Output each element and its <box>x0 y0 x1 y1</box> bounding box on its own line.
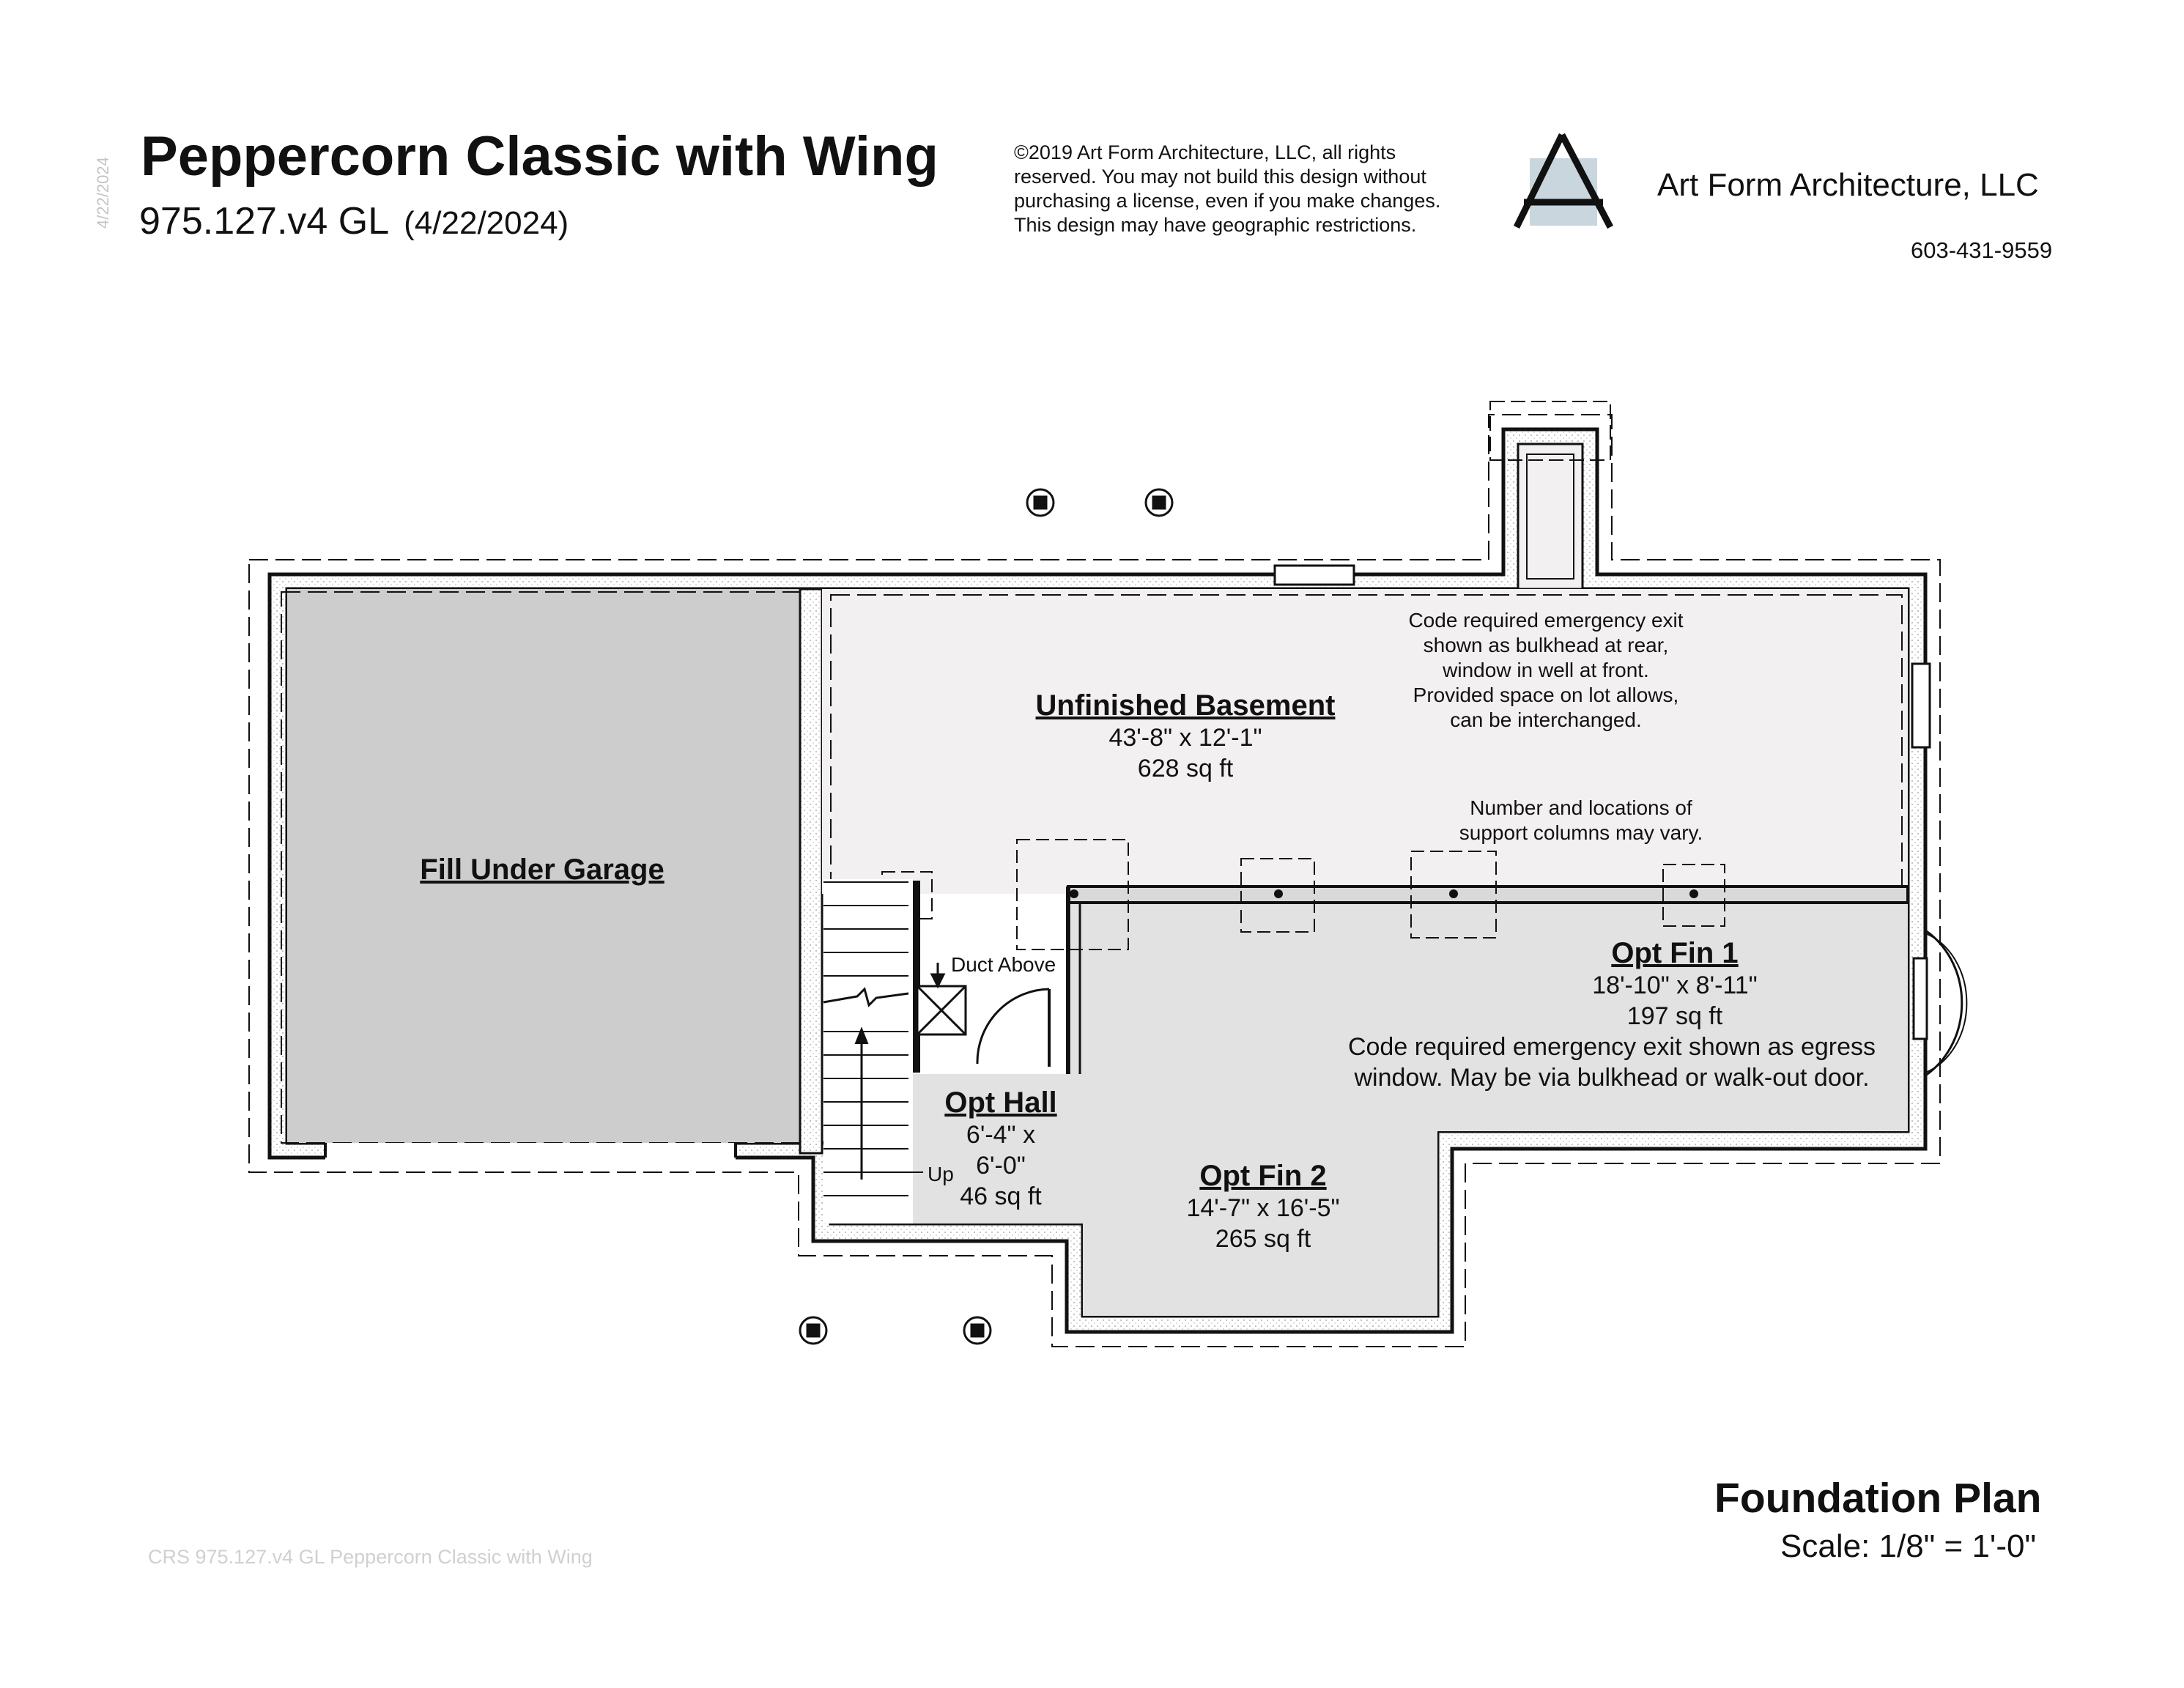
opt-fin-1-note-line: Code required emergency exit shown as eg… <box>1348 1033 1876 1061</box>
opt-hall-dimension-line: 6'-0" <box>976 1152 1026 1180</box>
firm-phone: 603-431-9559 <box>1911 237 2053 263</box>
basement-dimensions: 43'-8" x 12'-1" <box>1108 724 1262 752</box>
opt-fin-2-label: Opt Fin 2 <box>1199 1160 1326 1192</box>
sheet-title: Foundation Plan <box>1714 1475 2042 1522</box>
firm-name: Art Form Architecture, LLC <box>1657 167 2039 203</box>
copyright-line: reserved. You may not build this design … <box>1014 166 1426 188</box>
door-swing <box>976 988 1050 1065</box>
columns-note-line: support columns may vary. <box>1459 821 1703 844</box>
columns-note-line: Number and locations of <box>1470 796 1692 819</box>
emergency-exit-note-line: Code required emergency exit <box>1408 609 1683 632</box>
garage-fill-area <box>287 589 800 1143</box>
opt-fin-2-dimensions: 14'-7" x 16'-5" <box>1186 1194 1339 1222</box>
basement-label: Unfinished Basement <box>1036 689 1336 722</box>
opt-fin-1-label: Opt Fin 1 <box>1611 937 1738 969</box>
footer-watermark: CRS 975.127.v4 GL Peppercorn Classic wit… <box>148 1546 593 1568</box>
copyright-line: ©2019 Art Form Architecture, LLC, all ri… <box>1014 141 1396 163</box>
bulkhead-well <box>1517 443 1584 591</box>
opt-fin-1-dimensions: 18'-10" x 8'-11" <box>1592 971 1758 999</box>
side-window <box>1911 662 1931 749</box>
basement-area: 628 sq ft <box>1138 755 1234 782</box>
unfinished-basement-area <box>822 589 1908 894</box>
egress-window-well <box>1912 929 1968 1077</box>
emergency-exit-note-line: can be interchanged. <box>1450 708 1642 731</box>
duct-symbol <box>916 963 967 1036</box>
opt-fin-2-area <box>1071 903 1437 1316</box>
opt-hall-area <box>913 1074 1071 1224</box>
duct-above-label: Duct Above <box>951 953 1056 976</box>
footing-outline <box>248 414 1941 1347</box>
emergency-exit-note-line: shown as bulkhead at rear, <box>1424 634 1669 656</box>
opt-hall-dimension-line: 6'-4" x <box>966 1121 1035 1149</box>
copyright-line: This design may have geographic restrict… <box>1014 214 1417 236</box>
opt-fin-1-area-text: 197 sq ft <box>1627 1002 1723 1030</box>
plan-number-line: 975.127.v4 GL (4/22/2024) <box>139 199 569 243</box>
plan-title: Peppercorn Classic with Wing <box>141 125 939 188</box>
opt-hall-area-text: 46 sq ft <box>960 1182 1042 1210</box>
steel-beam <box>1067 885 1909 904</box>
stair-up-label: Up <box>928 1163 954 1185</box>
plan-number: 975.127.v4 GL <box>139 200 390 243</box>
emergency-exit-note-line: Provided space on lot allows, <box>1413 684 1679 706</box>
garage-label: Fill Under Garage <box>420 854 664 886</box>
copyright-line: purchasing a license, even if you make c… <box>1014 190 1441 212</box>
emergency-exit-note-line: window in well at front. <box>1442 659 1649 681</box>
revision-date: (4/22/2024) <box>404 205 569 241</box>
opt-hall-label: Opt Hall <box>944 1087 1056 1119</box>
exterior-marker-icons <box>799 488 1174 1345</box>
stair <box>823 879 923 1224</box>
sheet-scale: Scale: 1/8" = 1'-0" <box>1780 1528 2037 1564</box>
column-points <box>1070 889 1698 898</box>
letter-a-logo <box>1513 133 1613 229</box>
rear-window <box>1273 564 1355 586</box>
opt-fin-1-note-line: window. May be via bulkhead or walk-out … <box>1353 1064 1869 1092</box>
opt-fin-2-area-text: 265 sq ft <box>1215 1225 1311 1253</box>
copyright-notice: ©2019 Art Form Architecture, LLC, all ri… <box>1014 141 1440 237</box>
